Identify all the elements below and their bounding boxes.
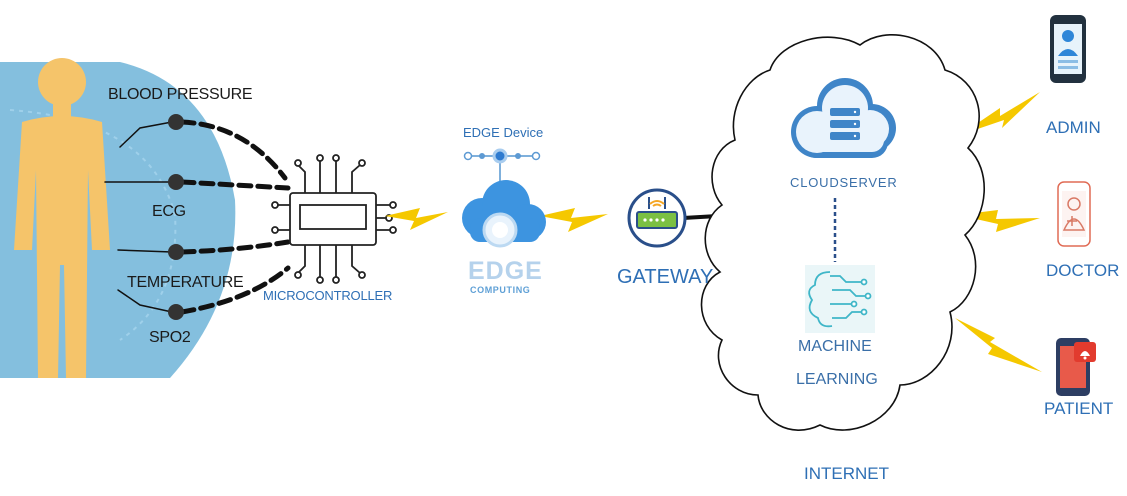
lightning-icon xyxy=(960,92,1040,135)
cloudserver-label: CLOUDSERVER xyxy=(790,175,898,190)
edge-computing-title: EDGE xyxy=(468,257,543,285)
blood-pressure-label: BLOOD PRESSURE xyxy=(108,86,253,103)
person-silhouette-icon xyxy=(14,58,110,378)
edge-device-icon xyxy=(463,148,541,185)
learning-label: LEARNING xyxy=(796,371,878,388)
machine-label: MACHINE xyxy=(798,338,872,355)
edge-computing-subtitle: COMPUTING xyxy=(470,285,531,295)
patient-phone-icon xyxy=(1056,338,1096,396)
temperature-sensor xyxy=(168,244,184,260)
internet-cloud-shape xyxy=(700,34,986,431)
lightning-icon xyxy=(385,208,448,230)
edge-cloud-icon xyxy=(462,180,546,248)
internet-label: INTERNET xyxy=(804,464,889,483)
admin-label: ADMIN xyxy=(1046,118,1101,137)
router-icon xyxy=(627,188,736,248)
ecg-sensor xyxy=(168,174,184,190)
neural-circuit-icon xyxy=(805,265,875,333)
admin-phone-icon xyxy=(1050,15,1086,83)
spo2-label: SPO2 xyxy=(149,329,191,346)
gateway-label: GATEWAY xyxy=(617,266,714,288)
cloud-server-icon xyxy=(791,78,896,158)
edge-device-label: EDGE Device xyxy=(463,125,544,140)
doctor-label: DOCTOR xyxy=(1046,261,1120,280)
ecg-label: ECG xyxy=(152,203,186,220)
microcontroller-label: MICROCONTROLLER xyxy=(263,288,393,303)
lightning-icon xyxy=(540,208,608,232)
halo-shape xyxy=(0,62,236,378)
patient-label: PATIENT xyxy=(1044,399,1114,418)
temperature-label: TEMPERATURE xyxy=(127,274,244,291)
blood-pressure-sensor xyxy=(168,114,184,130)
doctor-phone-icon xyxy=(1057,181,1091,247)
sensor-cables xyxy=(104,119,291,315)
spo2-sensor xyxy=(168,304,184,320)
patient-body-group xyxy=(0,58,236,378)
lightning-icon xyxy=(955,318,1042,372)
sensor-nodes xyxy=(168,114,184,320)
microchip-icon xyxy=(271,154,397,284)
